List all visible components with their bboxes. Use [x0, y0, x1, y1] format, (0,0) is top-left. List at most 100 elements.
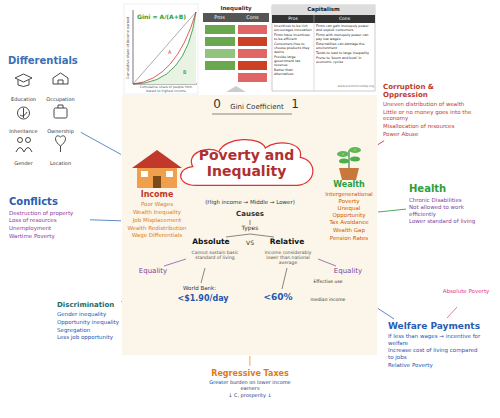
node-item: Job Misplacement: [127, 217, 187, 223]
central-cloud: Poverty and Inequality: [174, 133, 319, 189]
capitalism-table: [314, 15, 315, 91]
cloud-outline: [181, 140, 313, 186]
node-heading: 0: [210, 98, 224, 111]
label-text: Absolute Poverty: [440, 288, 492, 294]
label-text: www.economicshelp.org: [316, 85, 374, 88]
node-item: Less job opportunity: [57, 334, 119, 340]
lorenz-chart: [133, 12, 196, 84]
node-item: Segregation: [57, 327, 119, 333]
wealth-plant: [337, 151, 349, 157]
node-item: Greater burden on lower income earners: [201, 380, 299, 392]
node-item: Gender: [5, 161, 42, 167]
wealth-plant: [339, 168, 359, 180]
differentials-branch: DifferentialsEducationOccupationInherita…: [5, 55, 79, 167]
branch-connector: [90, 220, 121, 221]
lorenz-chart: [124, 4, 198, 94]
cons-column: Firms can gain monopoly power and exploi…: [316, 25, 373, 65]
wealth-plant: [350, 157, 360, 162]
differentials-icons: [24, 148, 32, 153]
node-heading: Health: [409, 183, 492, 195]
node-item: 1: [288, 98, 302, 111]
label-text: Capitalism: [272, 6, 375, 12]
corruption-branch: Corruption & OppressionUneven distributi…: [382, 82, 482, 140]
label-text: Absolute: [186, 238, 236, 247]
income-house: [153, 176, 161, 188]
label-text: Inequality: [203, 5, 269, 11]
table-cell: Externalities can damage the environment: [316, 43, 373, 51]
node-item: Relative Poverty: [388, 362, 481, 368]
differentials-icons: [56, 136, 66, 152]
discrimination-branch: DiscriminationGender inequalityOpportuni…: [56, 300, 120, 343]
label-text: Cumulative share of income earned: [126, 8, 130, 88]
caption-grid: EducationOccupationInheritanceOwnershipG…: [5, 71, 79, 167]
node-item: Gender inequality: [57, 311, 119, 317]
differentials-icons: [16, 148, 24, 153]
inequality-table: [238, 37, 267, 46]
panel-lines: [447, 307, 457, 318]
node-item: Loss of resources: [9, 217, 87, 223]
node-item: Wealth Inequality: [127, 209, 187, 215]
label-text: median income: [303, 297, 353, 302]
capitalism-table: [272, 15, 375, 23]
label-text: (High income → Middle → Lower): [172, 199, 328, 205]
health-branch: HealthChronic DisabilitiesNot allowed to…: [408, 182, 493, 227]
node-item: Wartime Poverty: [9, 233, 87, 239]
differentials-icons: [20, 108, 27, 118]
branch-connector: [378, 308, 394, 319]
node-item: Not allowed to work efficiently: [409, 204, 492, 217]
label-text: Pros: [272, 16, 314, 21]
panel-lines: [201, 268, 205, 283]
panel-lines: [226, 234, 250, 237]
inequality-table: [238, 61, 267, 70]
table-cell: Consumers free to choose products they d…: [274, 43, 312, 54]
label-text: Cannot sustain basic standard of living: [185, 250, 245, 260]
node-item: Ownership: [42, 129, 79, 135]
node-item: Increase cost of living compared to jobs: [388, 347, 481, 360]
differentials-icons: [18, 107, 30, 119]
node-item: Location: [42, 161, 79, 167]
differentials-icons: [26, 138, 31, 143]
pros-column: Incentives to be rich encourages innovat…: [274, 25, 312, 76]
welfare-branch: Welfare PaymentsIf less than wages → inc…: [387, 320, 482, 370]
label-text: <60%: [258, 292, 298, 302]
branch-connector: [121, 301, 123, 302]
label-text: Relative: [262, 238, 312, 247]
node-item: Little or no money goes into the economy: [383, 109, 481, 122]
label-text: Cumulative share of people from lowest t…: [135, 86, 197, 93]
node-heading: Poverty and Inequality: [190, 147, 303, 179]
node-item: Inheritance: [5, 129, 42, 135]
regressive-taxes-branch: Regressive TaxesGreater burden on lower …: [200, 368, 300, 401]
panel-lines: [282, 268, 287, 289]
income-house: [132, 150, 182, 188]
label-text: Effective use: [303, 279, 353, 284]
table-cell: Tends to lead to large inequality: [316, 52, 373, 56]
label-text: VS: [238, 240, 262, 247]
label-text: Income considerably lower than national …: [258, 250, 318, 266]
table-cell: Firms can gain monopoly power and exploi…: [316, 25, 373, 33]
inequality-table: [226, 86, 246, 92]
differentials-icons: [15, 73, 68, 152]
inequality-table: [238, 49, 267, 58]
panel-lines: [250, 234, 274, 237]
node-item: Wealth Redistribution: [127, 225, 187, 231]
wealth-plant: WealthIntergenerational PovertyUnequal O…: [322, 140, 376, 244]
node-item: Destruction of property: [9, 210, 87, 216]
branch-connector: [378, 141, 384, 145]
wealth-plant: [348, 150, 349, 168]
wealth-plant: [354, 149, 356, 151]
label-text: Pros: [203, 15, 236, 21]
capitalism-table: [272, 5, 375, 15]
node-item: Tax Avoidance: [323, 219, 375, 225]
label-text: Causes: [222, 210, 278, 218]
table-cell: Better than alternatives: [274, 69, 312, 77]
label-text: Equality: [328, 267, 368, 275]
conflicts-branch: ConflictsDestruction of propertyLoss of …: [8, 195, 88, 242]
node-item: Education: [5, 97, 42, 103]
node-heading: Wealth: [323, 180, 375, 189]
label-text: World Bank:: [172, 285, 227, 291]
wealth-plant: [342, 153, 344, 155]
income-house: [137, 168, 177, 188]
node-item: Wage Differentials: [127, 232, 187, 238]
inequality-table: [205, 49, 235, 58]
differentials-icons: [18, 138, 23, 143]
